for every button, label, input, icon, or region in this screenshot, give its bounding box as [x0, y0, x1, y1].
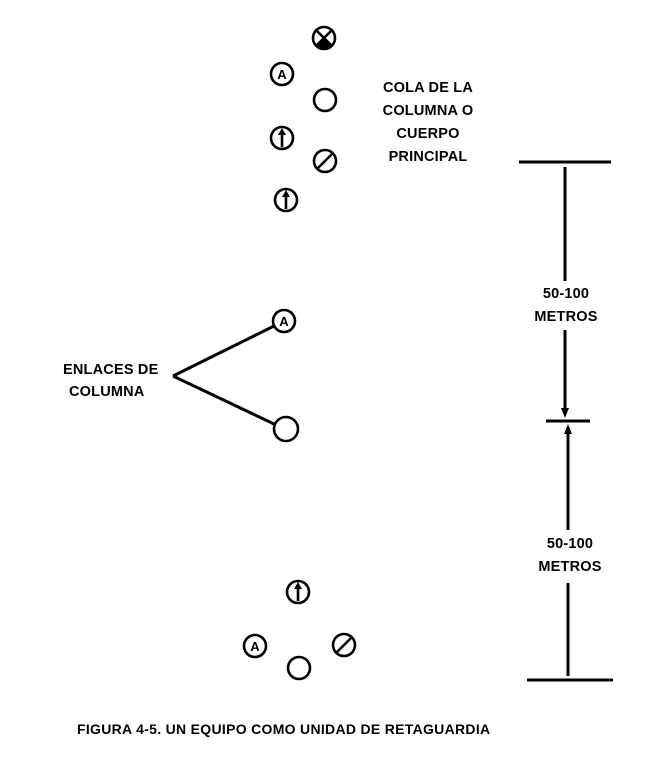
- distance-scale: [519, 160, 613, 682]
- slashed-circle-icon: [331, 632, 357, 658]
- automatic-rifleman-icon: A: [269, 61, 295, 87]
- grenadier-icon: [269, 125, 295, 151]
- column-links-label-line: ENLACES DE: [63, 362, 159, 378]
- main-body-group: A: [269, 25, 338, 213]
- rear-group: A: [242, 579, 357, 681]
- distance-unit: METROS: [534, 309, 598, 325]
- column-links-label: ENLACES DE COLUMNA: [63, 359, 158, 403]
- symbol-letter: A: [279, 314, 289, 329]
- grenadier-icon: [285, 579, 311, 605]
- grenadier-icon: [273, 187, 299, 213]
- column-links-group: A: [172, 308, 300, 443]
- distance-lower-label: 50-100 METROS: [524, 533, 616, 579]
- link-line-lower: [172, 374, 275, 426]
- automatic-rifleman-icon: A: [242, 633, 268, 659]
- column-links-label-line: COLUMNA: [69, 384, 145, 400]
- main-body-label-line: CUERPO: [396, 126, 460, 142]
- figure-caption: FIGURA 4-5. UN EQUIPO COMO UNIDAD DE RET…: [77, 721, 491, 737]
- main-body-label-line: PRINCIPAL: [388, 149, 468, 165]
- rifleman-icon: [286, 655, 312, 681]
- distance-value: 50-100: [542, 286, 590, 302]
- distance-unit: METROS: [538, 559, 602, 575]
- automatic-rifleman-icon: A: [271, 308, 297, 334]
- link-line-upper: [172, 324, 275, 378]
- arrow-up-icon: [564, 424, 572, 434]
- slashed-circle-icon: [312, 148, 338, 174]
- distance-value: 50-100: [546, 536, 594, 552]
- rifleman-icon: [272, 415, 300, 443]
- arrow-down-icon: [561, 408, 569, 418]
- symbol-letter: A: [250, 639, 260, 654]
- main-body-label: COLA DE LA COLUMNA O CUERPO PRINCIPAL: [372, 77, 484, 169]
- distance-upper-label: 50-100 METROS: [520, 283, 612, 329]
- crossed-circle-icon: [311, 25, 337, 51]
- main-body-label-line: COLA DE LA: [382, 80, 474, 96]
- symbol-letter: A: [277, 67, 287, 82]
- main-body-label-line: COLUMNA O: [382, 103, 474, 119]
- rifleman-icon: [312, 87, 338, 113]
